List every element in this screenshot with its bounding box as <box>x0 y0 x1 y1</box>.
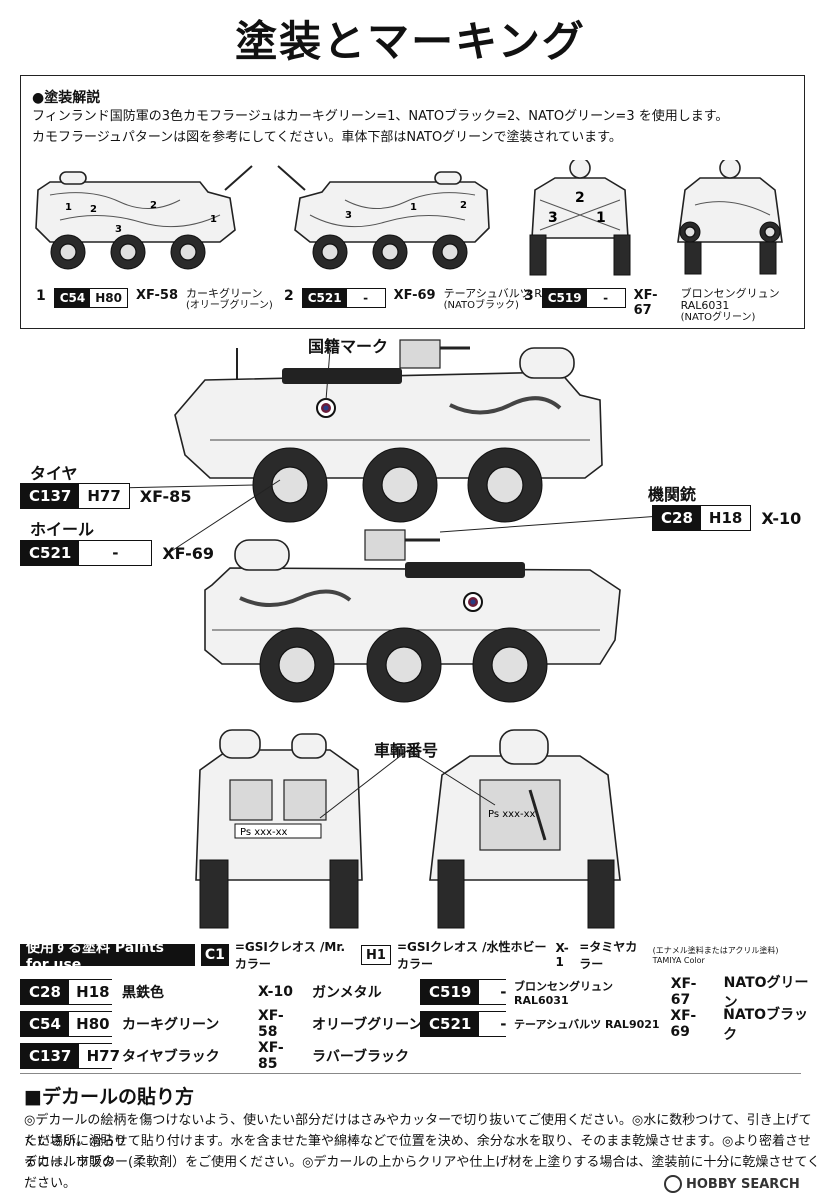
legend-c-key: C1 <box>200 944 229 966</box>
paint-code: C521- <box>301 288 386 308</box>
legend-c-desc: =GSIクレオス /Mr.カラー <box>234 940 346 971</box>
camo-front-view <box>529 160 631 276</box>
guide-text-1: フィンランド国防軍の3色カモフラージュはカーキグリーン=1、NATOブラック=2… <box>32 109 729 124</box>
guide-heading: ●塗装解説 <box>32 90 101 106</box>
wheel-label: ホイール <box>30 520 95 539</box>
decal-heading: ■デカールの貼り方 <box>24 1086 194 1108</box>
camo-rear-view <box>677 160 783 275</box>
hobby-search-logo-icon <box>664 1175 682 1193</box>
svg-text:3: 3 <box>345 210 352 221</box>
svg-text:2: 2 <box>150 200 157 211</box>
tire-label: タイヤ <box>30 464 78 483</box>
legend-row: XF-85 ラバーブラック <box>258 1040 410 1072</box>
svg-text:1: 1 <box>210 214 217 225</box>
decal-text-3: デカールソフター(柔軟剤）をご使用ください。◎デカールの上からクリアや仕上げ材を… <box>24 1155 821 1191</box>
svg-text:3: 3 <box>548 210 558 226</box>
legend-x-key: X-1 <box>555 941 569 969</box>
svg-text:2: 2 <box>575 190 585 206</box>
camo-pattern-views: 1 2 3 2 1 3 1 2 3 2 1 <box>35 160 783 276</box>
section-divider <box>20 1073 801 1074</box>
camo-right-side-view <box>277 165 490 270</box>
legend-h-key: H1 <box>361 945 391 965</box>
camo-left-side-view <box>35 165 253 270</box>
svg-text:1: 1 <box>410 202 417 213</box>
painting-guide-box <box>20 75 805 329</box>
legend-x-note: (エナメル塗料またはアクリル塗料) TAMIYA Color <box>652 946 779 965</box>
guide-color-3: 3 C519- XF-67 ブロンセングリュン RAL6031(NATOグリーン… <box>524 287 780 324</box>
camo-label: 1 <box>65 202 72 213</box>
legend-row: C521- テーアシュバルツ RAL9021 XF-69 NATOブラック <box>420 1007 821 1043</box>
vehicle-rear-view: Ps xxx-xx <box>429 729 621 929</box>
national-mark-label: 国籍マーク <box>308 337 389 356</box>
main-side-views <box>117 339 661 703</box>
machine-gun-label: 機関銃 <box>648 485 697 504</box>
paint-code: C519- <box>541 288 626 308</box>
paint-code: C521- <box>20 540 153 566</box>
vehicle-front-view: Ps xxx-xx <box>195 729 363 929</box>
legend-x-desc: =タミヤカラー <box>579 940 638 971</box>
page-title: 塗装とマーキング <box>235 17 586 66</box>
svg-text:2: 2 <box>460 200 467 211</box>
svg-text:1: 1 <box>596 210 606 226</box>
rear-plate: Ps xxx-xx <box>488 809 536 820</box>
paint-legend-header: 使用する塗料 Paints for use C1 =GSIクレオス /Mr.カラ… <box>20 940 801 973</box>
front-rear-views: Ps xxx-xx Ps xxx-xx <box>195 729 621 929</box>
svg-text:2: 2 <box>90 204 97 215</box>
wheel-paint: C521- XF-69 <box>20 540 214 566</box>
decal-text-2: たい場所に滑らせて貼り付けます。水を含ませた筆や綿棒などで位置を決め、余分な水を… <box>24 1134 812 1170</box>
vehicle-right-side <box>204 529 621 703</box>
legend-row: C519- ブロンセングリュンRAL6031 XF-67 NATOグリーン <box>420 975 821 1011</box>
guide-text-2: カモフラージュパターンは図を参考にしてください。車体下部はNATOグリーンで塗装… <box>32 130 622 145</box>
legend-row: XF-58 オリーブグリーン <box>258 1008 423 1040</box>
vehicle-number-label: 車輌番号 <box>374 741 439 760</box>
legend-row: X-10 ガンメタル <box>258 984 382 1001</box>
legend-mid-col: X-10 ガンメタル XF-58 オリーブグリーン XF-85 ラバーブラック <box>258 976 422 1072</box>
decal-text-1: ◎デカールの絵柄を傷つけないよう、使いたい部分だけはさみやカッターで切り抜いてご… <box>24 1113 812 1149</box>
legend-title: 使用する塗料 Paints for use <box>20 940 195 973</box>
legend-h-desc: =GSIクレオス /水性ホビーカラー <box>396 940 547 971</box>
legend-right-col: C519- ブロンセングリュンRAL6031 XF-67 NATOグリーン C5… <box>420 975 821 1043</box>
front-plate: Ps xxx-xx <box>240 827 288 838</box>
vehicle-left-side <box>174 339 603 523</box>
watermark: HOBBY SEARCH <box>664 1175 800 1193</box>
svg-text:3: 3 <box>115 224 122 235</box>
